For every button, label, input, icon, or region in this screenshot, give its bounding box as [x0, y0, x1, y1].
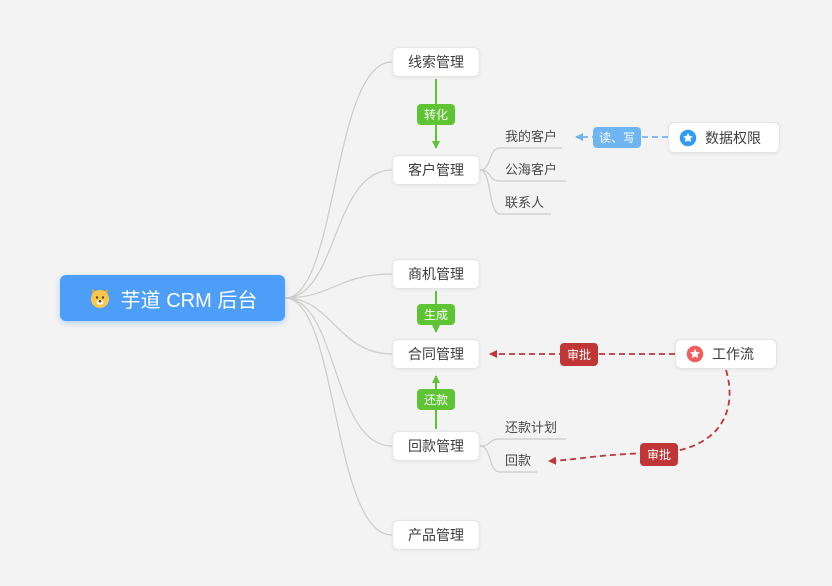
node-customers-label: 客户管理 — [408, 162, 464, 178]
node-leads: 线索管理 — [392, 47, 480, 77]
star-circle-blue-icon — [679, 129, 697, 147]
badge-repay: 还款 — [417, 389, 455, 410]
node-contracts: 合同管理 — [392, 339, 480, 369]
node-products: 产品管理 — [392, 520, 480, 550]
sub-label-receipt: 回款 — [505, 453, 532, 468]
badge-generate: 生成 — [417, 304, 455, 325]
node-contracts-label: 合同管理 — [408, 346, 464, 362]
link-root-customers — [284, 169, 393, 299]
root-node-crm-backend: 芋道 CRM 后台 — [60, 275, 285, 321]
link-customers-public — [479, 169, 566, 182]
link-customers-contacts — [479, 169, 551, 215]
badge-approve-receipt: 审批 — [640, 443, 678, 466]
dog-face-icon — [88, 286, 112, 310]
badge-convert: 转化 — [417, 104, 455, 125]
badge-read-write: 读、写 — [593, 127, 641, 148]
link-receivables-receipt — [479, 445, 537, 473]
node-products-label: 产品管理 — [408, 527, 464, 543]
node-data-permission-label: 数据权限 — [705, 129, 761, 146]
sub-label-repayment-plan: 还款计划 — [505, 420, 558, 435]
node-customers: 客户管理 — [392, 155, 480, 185]
root-node-label: 芋道 CRM 后台 — [120, 289, 258, 312]
link-root-contracts — [284, 297, 393, 355]
link-customers-my — [479, 147, 562, 171]
badge-approve-contract: 审批 — [560, 343, 598, 366]
sub-label-my-customers: 我的客户 — [505, 129, 558, 144]
node-opportunities: 商机管理 — [392, 259, 480, 289]
link-root-opportunities — [284, 273, 393, 299]
sub-label-public-customers: 公海客户 — [505, 162, 558, 177]
node-receivables: 回款管理 — [392, 431, 480, 461]
link-root-leads — [284, 61, 393, 299]
node-receivables-label: 回款管理 — [408, 438, 464, 454]
link-root-products — [284, 297, 393, 536]
node-leads-label: 线索管理 — [408, 54, 464, 70]
node-workflow-label: 工作流 — [712, 346, 754, 362]
link-root-receivables — [284, 297, 393, 447]
link-receivables-plan — [479, 438, 566, 447]
node-opportunities-label: 商机管理 — [408, 266, 464, 282]
node-workflow: 工作流 — [675, 339, 777, 369]
sub-label-contacts: 联系人 — [505, 195, 545, 210]
star-circle-red-icon — [686, 345, 704, 363]
node-data-permission: 数据权限 — [668, 122, 780, 153]
